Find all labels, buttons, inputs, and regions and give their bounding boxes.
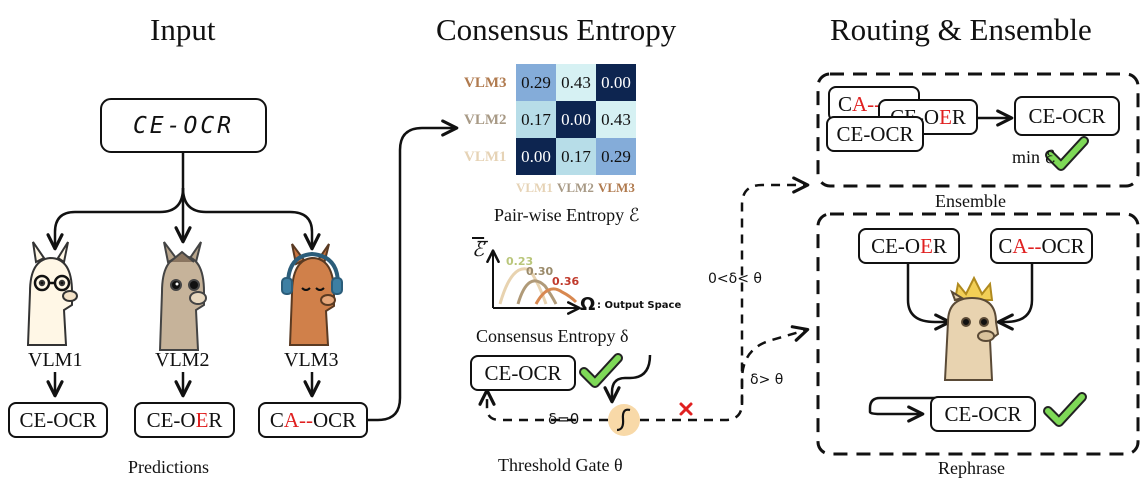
omega-symbol: Ω (580, 294, 596, 315)
heatmap-caption: Pair-wise Entropy ℰ (494, 205, 640, 225)
heatmap-col-label: VLM2 (557, 180, 594, 195)
crowned-llama-icon (943, 275, 1000, 381)
ensemble-stack-box: CE-OCR (826, 116, 924, 152)
gate-output-box: CE-OCR (470, 355, 576, 391)
min-entropy-label: min ℰ (1012, 147, 1056, 167)
route-condition-high: δ> θ (750, 372, 784, 388)
heatmap-cell: 0.17 (516, 101, 556, 138)
entropy-plot (486, 249, 581, 315)
heatmap-cell: 0.43 (596, 101, 636, 138)
input-text-box: CE-OCR (100, 98, 267, 153)
prediction-text: CE-O (19, 407, 69, 432)
rephrase-panel (816, 212, 1140, 456)
entropy-peak-label: 0.23 (506, 255, 534, 268)
check-icon-rephrase (1048, 397, 1082, 422)
entropy-curve-3 (534, 287, 578, 305)
prediction-text: OCR (1041, 233, 1085, 258)
prediction-error: E (920, 233, 933, 258)
prediction-error: A-- (1012, 233, 1042, 258)
prediction-text: C (269, 407, 284, 432)
heatmap-row-label: VLM1 (464, 149, 507, 165)
entropy-peak-label: 0.30 (526, 265, 554, 278)
section-title-input: Input (150, 12, 216, 47)
llama-vlm1-icon (26, 241, 78, 346)
prediction-text: C (838, 91, 853, 116)
prediction-text: R (208, 407, 223, 432)
entropy-peak-label: 0.36 (552, 275, 580, 288)
reject-x-icon (679, 402, 693, 416)
model-label-vlm1: VLM1 (28, 349, 83, 371)
threshold-gate-icon (608, 404, 640, 436)
prediction-text: CE-O (146, 407, 196, 432)
prediction-text: R (951, 104, 966, 129)
heatmap-cell: 0.17 (556, 138, 596, 175)
prediction-text: CE-OCR (836, 121, 914, 146)
section-title-routing: Routing & Ensemble (830, 12, 1092, 47)
model-label-vlm3: VLM3 (284, 349, 339, 371)
prediction-text: C (998, 233, 1013, 258)
threshold-gate-caption: Threshold Gate θ (498, 455, 623, 475)
entropy-curve-2 (516, 279, 558, 305)
rephrase-output-box: CE-OCR (930, 396, 1036, 432)
prediction-text: CR (68, 407, 97, 432)
heatmap-cell: 0.29 (516, 64, 556, 101)
prediction-error: E (195, 407, 209, 432)
heatmap-cell: 0.00 (516, 138, 556, 175)
check-icon-gate (584, 358, 618, 383)
section-title-consensus: Consensus Entropy (436, 12, 677, 47)
llama-vlm3-icon (281, 243, 343, 346)
predictions-caption: Predictions (128, 457, 209, 477)
input-tree-arrows (46, 119, 459, 422)
prediction-error: A-- (283, 407, 313, 432)
delta-zero-label: δ=0 (548, 410, 580, 428)
rephrase-arrows (868, 262, 1034, 423)
prediction-error: E (939, 104, 952, 129)
gate-dashed-arrows (478, 176, 810, 422)
heatmap-cell: 0.43 (556, 64, 596, 101)
prediction-text: CE-O (871, 233, 921, 258)
heatmap-cell: 0.29 (596, 138, 636, 175)
ensemble-caption: Ensemble (935, 191, 1006, 211)
ensemble-output-box: CE-OCR (1014, 96, 1120, 136)
heatmap-cell: 0.00 (556, 101, 596, 138)
gate-arrows (603, 354, 652, 404)
heatmap-cell: 0.00 (596, 64, 636, 101)
model-label-vlm2: VLM2 (155, 349, 210, 371)
route-condition-mid: 0<δ< θ (708, 271, 762, 287)
llama-vlm2-icon (158, 241, 207, 351)
heatmap-col-label: VLM1 (516, 180, 553, 195)
rephrase-caption: Rephrase (938, 458, 1005, 478)
ensemble-panel (816, 72, 1140, 188)
entropy-y-label: ℰ̅ (472, 239, 485, 261)
prediction-text: OCR (312, 407, 357, 432)
heatmap-row-label: VLM3 (464, 75, 507, 91)
prediction-text: R (932, 233, 947, 258)
heatmap-col-label: VLM3 (598, 180, 635, 195)
prediction-error: A-- (852, 91, 882, 116)
consensus-entropy-caption: Consensus Entropy δ (476, 326, 629, 346)
heatmap-row-label: VLM2 (464, 112, 507, 128)
output-space-label: : Output Space (597, 300, 682, 311)
